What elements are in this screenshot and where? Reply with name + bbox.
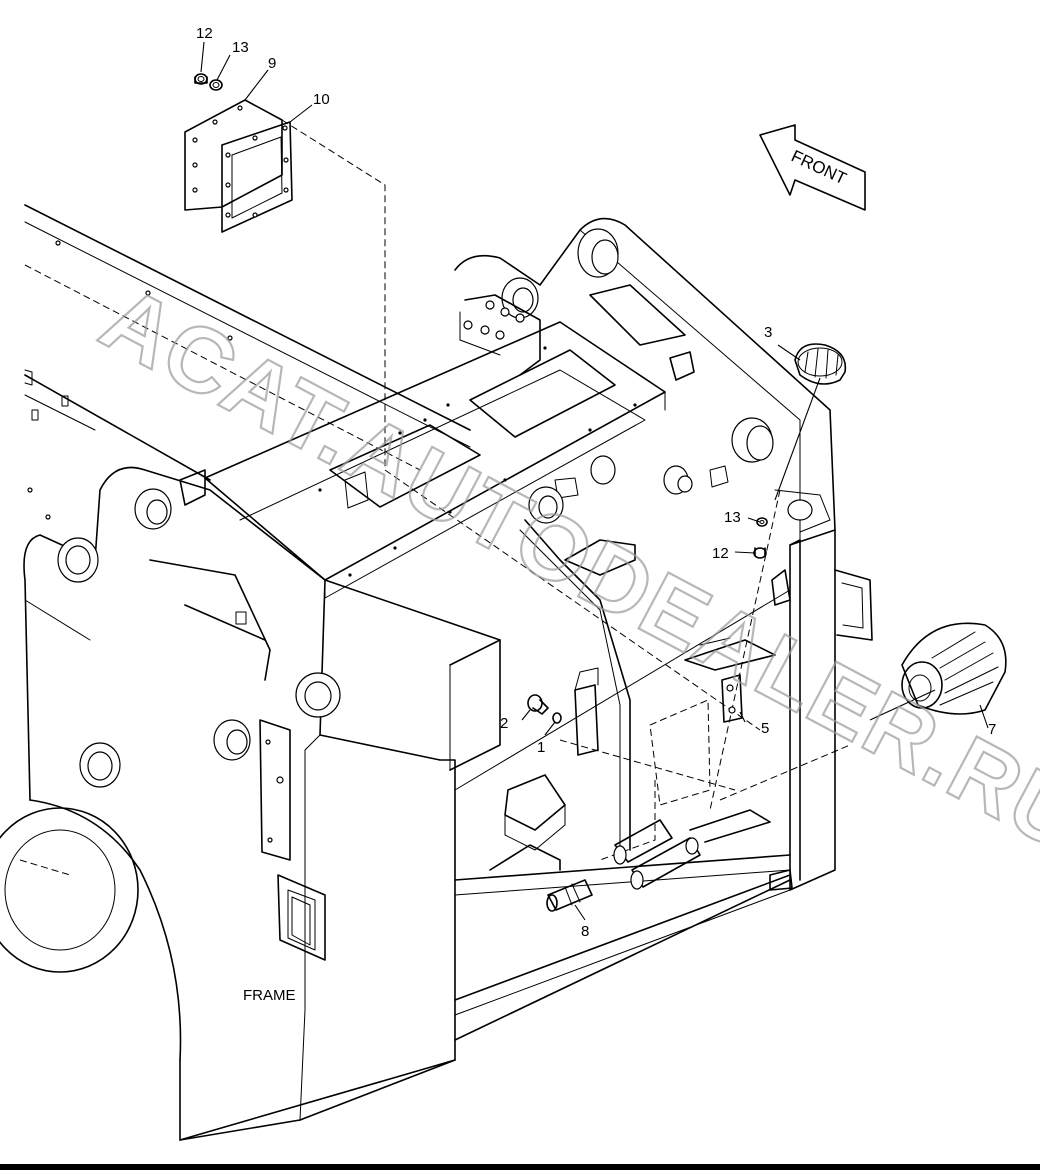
leader-lines: [200, 41, 989, 921]
part-5-bracket: [721, 674, 743, 723]
part-8-cover-plate: [184, 99, 283, 211]
callout-10: 12: [196, 25, 213, 42]
part-12-fitting: [753, 547, 767, 559]
callout-2: 2: [500, 715, 508, 732]
part-1-o-ring: [552, 712, 562, 724]
frame-label: FRAME: [243, 987, 296, 1004]
callout-12: 12: [712, 545, 729, 562]
callouts: 12 13 9 10 3 13 12 5 7 2 1 8 FRAME: [196, 25, 996, 1004]
part-2-plug: [527, 694, 549, 715]
front-label: FRONT: [788, 146, 849, 188]
cylinders: [613, 809, 771, 890]
callout-13: 13: [724, 509, 741, 526]
callout-3: 3: [764, 324, 772, 341]
callout-1: 1: [537, 739, 545, 756]
callout-6: 7: [988, 721, 996, 738]
part-9-gasket: [221, 121, 293, 233]
callout-8: 9: [268, 55, 276, 72]
watermark: ACAT.AUTODEALER.RU: [85, 266, 1040, 873]
callout-9: 10: [313, 91, 330, 108]
frame-structure: [0, 204, 873, 1141]
part-3-breather-cap: [794, 343, 847, 385]
callout-7: 8: [581, 923, 589, 940]
part-7-fitting: [546, 879, 593, 912]
bottom-border: [0, 1164, 1040, 1170]
part-10-nut: [194, 73, 208, 85]
front-direction-arrow: FRONT: [759, 124, 866, 211]
callout-11: 13: [232, 39, 249, 56]
callout-5: 5: [761, 720, 769, 737]
watermark-text: ACAT.AUTODEALER.RU: [86, 267, 1040, 871]
part-6-filter: [901, 622, 1007, 715]
part-11-washer: [209, 79, 223, 91]
